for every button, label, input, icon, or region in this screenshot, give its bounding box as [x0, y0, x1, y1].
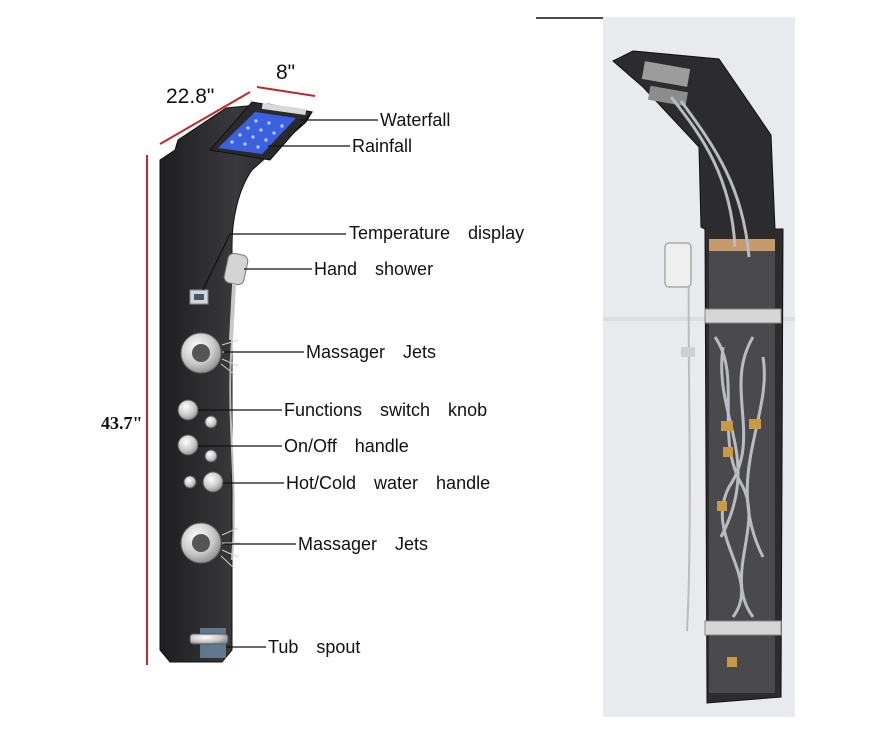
panel-interior-photo — [603, 17, 795, 717]
hand-shower-handle — [229, 283, 236, 341]
interior-hand-shower-holder — [681, 347, 695, 357]
interior-wood-strip — [709, 239, 775, 251]
callout-hand-shower: Hand shower — [314, 259, 434, 279]
massager-jet-lower-spray — [220, 527, 240, 569]
interior-rail-bottom — [704, 620, 782, 636]
callout-hot-cold-water-handle: Hot/Cold water handle — [286, 473, 491, 493]
interior-brass-fittings — [717, 419, 761, 667]
on-off-handle — [177, 434, 199, 456]
callout-waterfall: Waterfall — [380, 110, 451, 130]
depth-dimension-line — [159, 91, 251, 145]
small-jet-3 — [183, 475, 197, 489]
depth-dimension-label: 22.8" — [166, 85, 215, 108]
hot-cold-water-handle — [202, 471, 224, 493]
small-jet-2 — [204, 449, 218, 463]
callout-functions-switch-knob: Functions switch knob — [284, 400, 488, 420]
interior-hoses — [669, 96, 766, 632]
width-dimension-line — [256, 86, 316, 97]
callout-massager-jets-lower: Massager Jets — [298, 534, 429, 554]
panel-body — [159, 103, 313, 663]
rainfall-led-dots — [230, 119, 284, 149]
rainfall-led — [218, 112, 296, 154]
callout-leader-lines — [198, 119, 378, 648]
height-dimension-label: 43.7" — [101, 413, 143, 433]
interior-hand-shower — [664, 242, 692, 288]
width-dimension-label: 8" — [276, 61, 296, 84]
callout-massager-jets-upper: Massager Jets — [306, 342, 437, 362]
interior-rail-top — [704, 308, 782, 324]
small-jet-1 — [204, 415, 218, 429]
temperature-display-screen — [194, 294, 204, 300]
callout-temperature-display: Temperature display — [349, 223, 525, 243]
waterfall-spout — [261, 102, 307, 116]
hand-shower-hose — [229, 339, 235, 561]
massager-jet-lower-center — [192, 534, 210, 552]
hand-shower-head — [223, 252, 249, 286]
interior-head-plate — [641, 61, 691, 87]
callout-tub-spout: Tub spout — [268, 637, 361, 657]
callout-on-off-handle: On/Off handle — [284, 436, 409, 456]
tub-spout — [189, 633, 229, 645]
callout-rainfall: Rainfall — [352, 136, 413, 156]
massager-jet-upper-center — [192, 344, 210, 362]
functions-switch-knob — [177, 399, 199, 421]
